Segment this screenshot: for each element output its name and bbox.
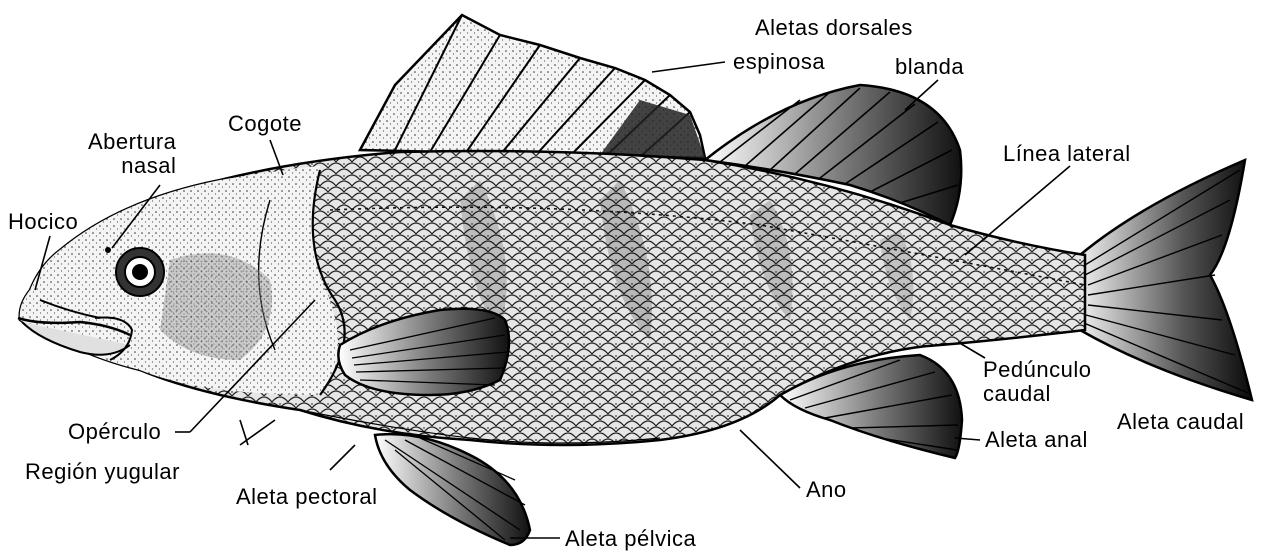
label-cogote: Cogote [228,112,302,136]
label-region-yugular: Región yugular [25,460,180,484]
leader-espinosa [652,62,725,72]
label-pedunculo-caudal: Pedúnculo caudal [983,358,1091,406]
label-hocico: Hocico [8,210,78,234]
eye [116,248,164,296]
leader-ano [740,430,800,488]
nostril [105,247,111,253]
caudal-fin [1080,160,1252,400]
pelvic-fin [375,434,530,545]
label-ano: Ano [806,478,847,502]
label-abertura-nasal: Abertura nasal [88,130,176,178]
leader-aleta-pectoral [330,445,355,470]
label-aleta-caudal: Aleta caudal [1117,410,1244,434]
label-aleta-pectoral: Aleta pectoral [236,485,378,509]
leader-region-yugular-1 [240,420,275,445]
label-operculo: Opérculo [68,420,161,444]
label-blanda: blanda [895,55,964,79]
leader-pedunculo [958,342,985,358]
label-linea-lateral: Línea lateral [1003,142,1131,166]
spiny-dorsal-fin [360,15,705,158]
label-aleta-pelvica: Aleta pélvica [565,527,696,551]
label-aletas-dorsales: Aletas dorsales [755,16,913,40]
label-aleta-anal: Aleta anal [985,428,1088,452]
label-espinosa: espinosa [733,50,825,74]
